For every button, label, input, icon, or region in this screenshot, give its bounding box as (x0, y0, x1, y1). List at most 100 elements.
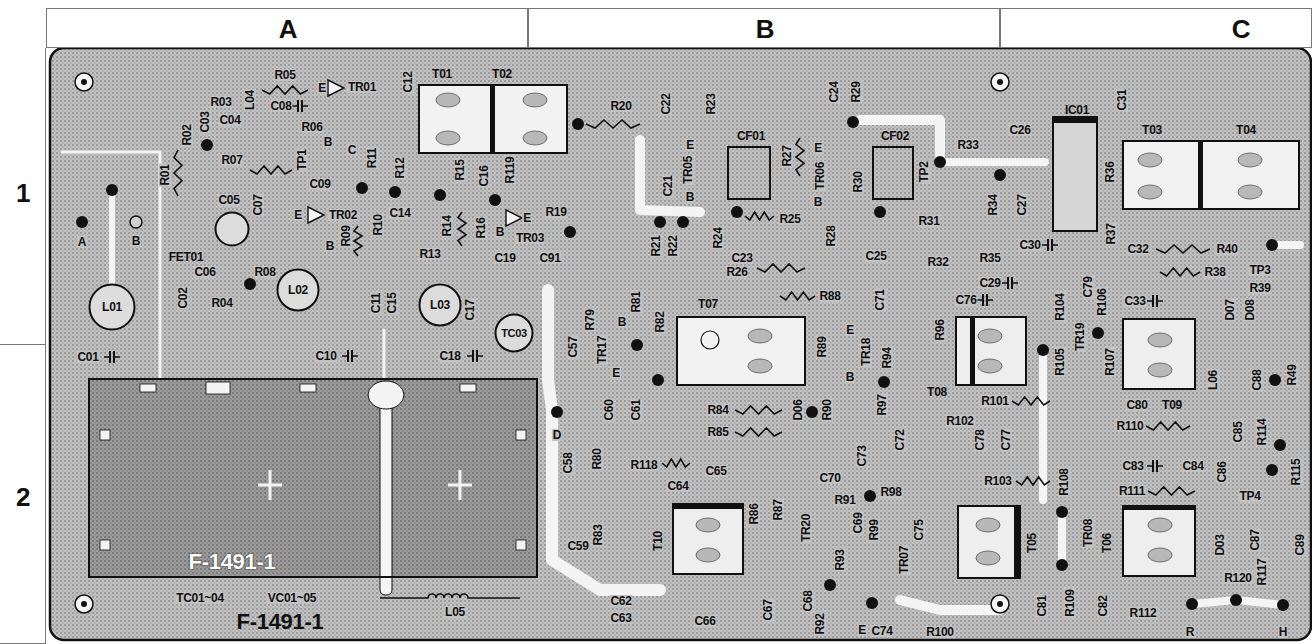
part-label: R111 (1118, 485, 1146, 497)
part-label: T07 (698, 298, 718, 310)
filter-box: CF02 (872, 146, 914, 200)
copper-trace (900, 600, 1000, 610)
part-label: C29 (978, 277, 1001, 289)
resistor-symbol (586, 120, 640, 128)
solder-pad (572, 118, 584, 130)
part-label: T01 (432, 68, 452, 80)
solder-pad (652, 374, 664, 386)
core-slug (701, 331, 719, 349)
capacitors (104, 100, 1163, 472)
solder-pad (1269, 374, 1281, 386)
part-label: C22 (660, 92, 672, 115)
transformer-box: T08 (955, 316, 1027, 386)
part-label: T10 (652, 531, 664, 551)
part-body (1054, 122, 1096, 230)
core-window (748, 329, 772, 343)
part-label: C75 (913, 518, 925, 541)
core-window (523, 93, 547, 107)
solder-pad (1266, 464, 1278, 476)
part-label: E (317, 82, 327, 94)
solder-pad (76, 216, 88, 228)
part-label: C18 (438, 350, 461, 362)
part-label: E (293, 209, 303, 221)
solder-pad (551, 406, 563, 418)
core-bars (490, 86, 1203, 579)
core-window (1148, 363, 1172, 377)
part-label: C73 (856, 444, 868, 467)
capacitor-symbol (342, 350, 358, 362)
part-label: C27 (1016, 193, 1028, 216)
part-label: C78 (974, 428, 986, 451)
part-label: R21 (650, 234, 662, 257)
mounting-holes (75, 73, 1009, 613)
resistor-symbol (250, 166, 292, 174)
part-label: R80 (591, 447, 603, 470)
part-label: R49 (1286, 363, 1298, 386)
part-label: R108 (1058, 467, 1070, 497)
solder-pad (864, 490, 876, 502)
transformer-box: T07 (676, 316, 806, 386)
capacitor-symbol (467, 350, 483, 362)
part-label: R04 (210, 297, 233, 309)
part-label: C01 (76, 351, 99, 363)
hole-center (997, 601, 1003, 607)
resistor-symbol (1012, 397, 1050, 405)
part-label: A (77, 236, 87, 248)
resistor-symbol (796, 138, 804, 176)
resistor-symbol (735, 428, 782, 436)
part-label: TR08 (1082, 518, 1094, 548)
part-body (1124, 142, 1298, 208)
part-label: B (495, 226, 505, 238)
part-label: R112 (1129, 607, 1158, 619)
part-label: D07 (1224, 298, 1236, 321)
column-band: B (528, 8, 1000, 48)
shield-ground (88, 378, 538, 578)
resistor-symbol (1160, 268, 1200, 276)
solder-pad (106, 184, 118, 196)
board-outline (50, 48, 1311, 640)
capacitor-plate (1008, 277, 1012, 289)
part-label: R28 (825, 224, 837, 247)
circle-shape (90, 285, 135, 330)
capacitor-lead (342, 355, 358, 356)
part-label: R88 (818, 290, 841, 302)
part-label: C23 (730, 252, 753, 264)
part-label: C85 (1232, 420, 1244, 443)
part-label: C (347, 144, 357, 156)
part-label: C64 (666, 480, 689, 492)
part-label: C09 (308, 178, 331, 190)
part-label: TP1 (296, 148, 308, 171)
solder-pad (1056, 559, 1068, 571)
part-label: C89 (1294, 533, 1306, 556)
part-label: R24 (712, 226, 724, 249)
part-label: L05 (444, 606, 466, 618)
shield-box: F-1491-1 (88, 378, 538, 578)
part-label: T04 (1236, 124, 1256, 136)
part-body (1124, 320, 1194, 388)
part-label: C84 (1181, 460, 1204, 472)
part-label: C66 (693, 615, 716, 627)
solder-pad (356, 182, 368, 194)
part-label: R93 (834, 548, 846, 571)
circle-shape (420, 285, 461, 326)
part-label: E (857, 624, 867, 636)
hole-center (81, 601, 87, 607)
capacitor-plate (1048, 239, 1052, 251)
core-window (748, 359, 772, 373)
part-label: R91 (833, 494, 856, 506)
resistor-symbol (1156, 245, 1210, 253)
mounting-hole (75, 595, 93, 613)
part-label: C74 (870, 625, 893, 637)
part-label: R79 (584, 308, 596, 331)
part-label: C91 (538, 252, 561, 264)
part-label: R19 (544, 206, 567, 218)
part-label: IC01 (1065, 104, 1089, 116)
part-label: TP2 (918, 160, 930, 183)
capacitor-symbol (1147, 295, 1163, 307)
fet-circle: FET01 (214, 211, 250, 247)
capacitor-symbol (977, 294, 993, 306)
part-label: R20 (609, 100, 632, 112)
part-label: R39 (1248, 282, 1271, 294)
part-label: D (552, 429, 562, 441)
capacitor-plate (110, 351, 114, 363)
